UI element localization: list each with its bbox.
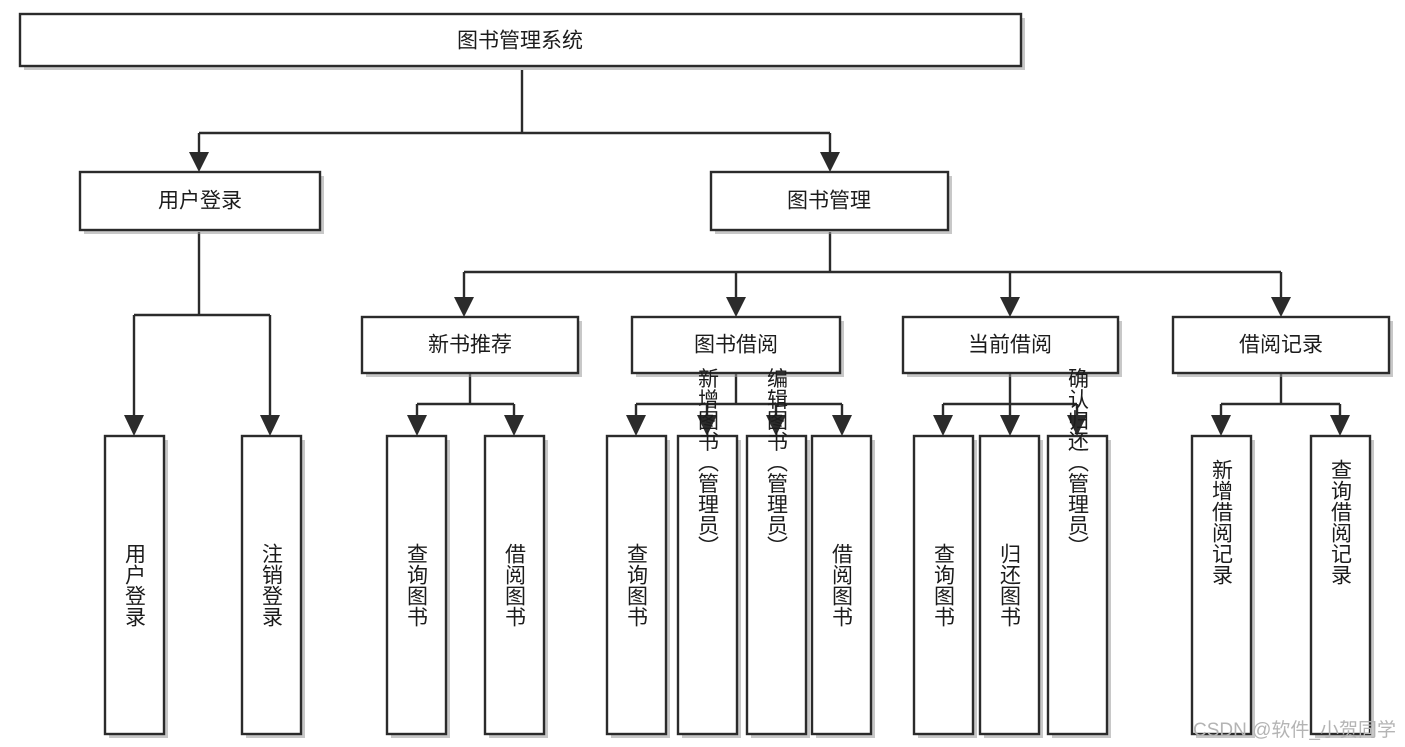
leaf-add-book-label: 新增图书（管理员）: [696, 368, 720, 557]
node-leaf-logout[interactable]: 注销登录: [240, 434, 305, 738]
node-current-borrow[interactable]: 当前借阅: [901, 315, 1122, 377]
leaf-query-book-2-label: 查询图书: [625, 543, 649, 627]
leaf-query-record-box[interactable]: [1309, 434, 1372, 736]
arrow-to-leaf-add-record: [1211, 415, 1231, 436]
leaf-borrow-book-2-box[interactable]: [810, 434, 873, 736]
arrow-to-leaf-borrow-book-1: [504, 415, 524, 436]
leaf-query-book-3-box[interactable]: [912, 434, 975, 736]
node-book-manage[interactable]: 图书管理: [709, 170, 952, 234]
arrow-to-new-book-rec: [454, 297, 474, 317]
node-leaf-query-book-2[interactable]: 查询图书: [605, 434, 670, 738]
leaf-query-book-1-label: 查询图书: [405, 543, 429, 627]
root-box[interactable]: [18, 12, 1023, 68]
arrow-to-leaf-query-book-3: [933, 415, 953, 436]
leaf-return-book-label: 归还图书: [998, 543, 1022, 627]
arrow-to-leaf-user-login: [124, 415, 144, 436]
new-book-rec-box[interactable]: [360, 315, 580, 375]
current-borrow-label: 当前借阅: [968, 334, 1052, 357]
node-new-book-rec[interactable]: 新书推荐: [360, 315, 582, 377]
arrow-to-leaf-edit-book: [766, 415, 786, 436]
arrow-to-user-login: [189, 152, 209, 172]
book-borrow-box[interactable]: [630, 315, 842, 375]
new-book-rec-label: 新书推荐: [428, 334, 512, 357]
node-leaf-query-record[interactable]: 查询借阅记录: [1309, 434, 1374, 738]
leaf-edit-book-box[interactable]: [745, 434, 808, 736]
leaf-query-record-label: 查询借阅记录: [1329, 459, 1353, 585]
leaf-borrow-book-1-box[interactable]: [483, 434, 546, 736]
node-leaf-borrow-book-1[interactable]: 借阅图书: [483, 434, 548, 738]
leaf-query-book-1-box[interactable]: [385, 434, 448, 736]
user-login-label: 用户登录: [158, 190, 242, 213]
node-leaf-query-book-1[interactable]: 查询图书: [385, 434, 450, 738]
leaf-add-record-box[interactable]: [1190, 434, 1253, 736]
leaf-query-book-2-box[interactable]: [605, 434, 668, 736]
node-leaf-borrow-book-2[interactable]: 借阅图书: [810, 434, 875, 738]
leaf-logout-box[interactable]: [240, 434, 303, 736]
leaf-confirm-return-label: 确认归还（管理员）: [1066, 368, 1090, 557]
arrow-to-leaf-query-book-1: [407, 415, 427, 436]
arrow-to-book-borrow: [726, 297, 746, 317]
leaf-return-book-box[interactable]: [978, 434, 1041, 736]
edge-layer: [124, 70, 1350, 436]
current-borrow-box[interactable]: [901, 315, 1120, 375]
arrow-to-leaf-add-book: [697, 415, 717, 436]
leaf-borrow-book-1-label: 借阅图书: [503, 543, 527, 627]
leaf-confirm-return-box[interactable]: [1046, 434, 1109, 736]
book-manage-box[interactable]: [709, 170, 950, 232]
arrow-to-leaf-return-book: [1000, 415, 1020, 436]
leaf-user-login-box[interactable]: [103, 434, 166, 736]
leaf-add-book-box[interactable]: [676, 434, 739, 736]
node-leaf-edit-book[interactable]: 编辑图书（管理员）: [745, 368, 810, 739]
csdn-watermark: CSDN @软件_小贺同学: [1193, 719, 1396, 741]
user-login-box[interactable]: [78, 170, 322, 232]
leaf-borrow-book-2-label: 借阅图书: [830, 543, 854, 627]
node-borrow-record[interactable]: 借阅记录: [1171, 315, 1393, 377]
node-leaf-add-book[interactable]: 新增图书（管理员）: [676, 368, 741, 739]
arrow-to-leaf-logout: [260, 415, 280, 436]
leaf-user-login-label: 用户登录: [123, 543, 147, 627]
arrow-to-borrow-record: [1271, 297, 1291, 317]
arrow-to-book-manage: [820, 152, 840, 172]
node-root[interactable]: 图书管理系统: [18, 12, 1025, 70]
node-user-login[interactable]: 用户登录: [78, 170, 324, 234]
arrow-to-leaf-query-book-2: [626, 415, 646, 436]
root-label: 图书管理系统: [457, 30, 583, 53]
leaf-add-record-label: 新增借阅记录: [1210, 459, 1234, 585]
arrow-to-leaf-borrow-book-2: [832, 415, 852, 436]
node-book-borrow[interactable]: 图书借阅: [630, 315, 844, 377]
node-leaf-confirm-return[interactable]: 确认归还（管理员）: [1046, 368, 1111, 739]
borrow-record-box[interactable]: [1171, 315, 1391, 375]
node-leaf-user-login[interactable]: 用户登录: [103, 434, 168, 738]
leaf-edit-book-label: 编辑图书（管理员）: [765, 368, 789, 557]
node-leaf-query-book-3[interactable]: 查询图书: [912, 434, 977, 738]
book-borrow-label: 图书借阅: [694, 334, 778, 357]
borrow-record-label: 借阅记录: [1239, 334, 1323, 357]
node-leaf-add-record[interactable]: 新增借阅记录: [1190, 434, 1255, 738]
leaf-query-book-3-label: 查询图书: [932, 543, 956, 627]
node-leaf-return-book[interactable]: 归还图书: [978, 434, 1043, 738]
arrow-to-leaf-confirm-return: [1067, 415, 1087, 436]
arrow-to-leaf-query-record: [1330, 415, 1350, 436]
leaf-logout-label: 注销登录: [260, 543, 284, 627]
book-manage-label: 图书管理: [787, 190, 871, 213]
arrow-to-current-borrow: [1000, 297, 1020, 317]
